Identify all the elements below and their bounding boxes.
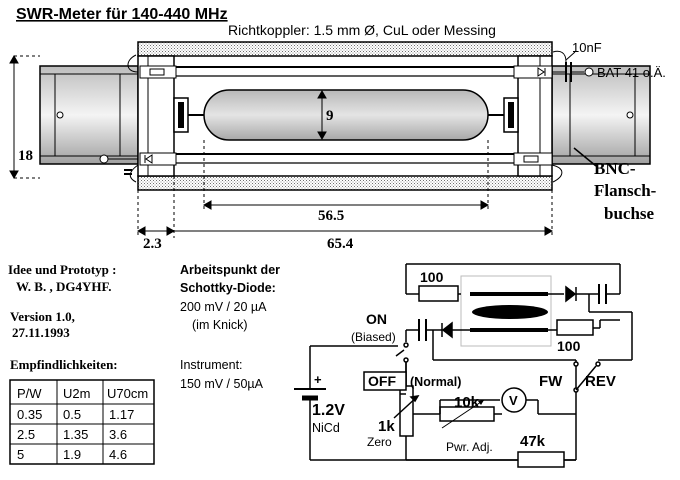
left-bnc-connector	[39, 65, 139, 165]
table-cell: 0.35	[17, 407, 42, 422]
battery-voltage: 1.2V	[312, 402, 345, 419]
switch-biased-label: (Biased)	[351, 330, 396, 344]
instrument-line1: Instrument:	[180, 358, 243, 372]
voltmeter-label: V	[509, 393, 518, 408]
resistor-bottom-right	[513, 152, 553, 166]
table-cell: 2.5	[17, 427, 35, 442]
dim-height: 18	[18, 148, 33, 164]
mechanical-drawing	[39, 41, 651, 191]
resistor-10k-label: 10k	[454, 394, 480, 411]
diode-type-label: BAT 41 o.Ä.	[597, 65, 666, 80]
operating-point-line1: Arbeitspunkt der	[180, 263, 280, 277]
table-cell: 1.17	[109, 407, 134, 422]
table-header-u70cm: U70cm	[107, 386, 148, 401]
right-bnc-connector	[551, 65, 651, 165]
sensitivity-title: Empfindlichkeiten:	[10, 357, 118, 372]
battery-plus: +	[314, 372, 322, 387]
inner-tube	[203, 89, 489, 141]
bnc-label-line1: BNC-	[594, 159, 636, 178]
dim-offset: 2.3	[143, 236, 162, 252]
switch-rev-label: REV	[585, 373, 616, 390]
coupler-note: Richtkoppler: 1.5 mm Ø, CuL oder Messing	[228, 22, 496, 38]
resistor-100-bottom	[556, 319, 594, 336]
coupler-block	[460, 275, 552, 347]
page-title: SWR-Meter für 140-440 MHz	[16, 6, 228, 23]
table-header-u2m: U2m	[63, 386, 90, 401]
switch-on-label: ON	[366, 311, 387, 327]
operating-point-line4: (im Knick)	[192, 318, 248, 332]
resistor-100-top-label: 100	[420, 269, 444, 285]
dimension-lines	[9, 54, 554, 238]
idea-line2: W. B. , DG4YHF.	[16, 279, 111, 294]
power-adjust-label: Pwr. Adj.	[446, 440, 493, 454]
operating-point-line2: Schottky-Diode:	[180, 281, 276, 295]
schematic-circuit	[294, 263, 633, 468]
resistor-47k-label: 47k	[520, 433, 546, 450]
idea-line1: Idee und Prototyp :	[8, 262, 116, 277]
bottom-plate	[137, 175, 553, 191]
bnc-label-line3: buchse	[604, 204, 655, 223]
table-cell: 3.6	[109, 427, 127, 442]
cap-label: 10nF	[572, 40, 602, 55]
resistor-100-bottom-label: 100	[557, 338, 581, 354]
pot-value: 1k	[378, 418, 395, 435]
pot-zero-label: Zero	[367, 435, 392, 449]
resistor-47k	[517, 451, 565, 468]
table-header-power: P/W	[17, 386, 42, 401]
table-cell: 5	[17, 447, 24, 462]
table-cell: 1.9	[63, 447, 81, 462]
table-cell: 4.6	[109, 447, 127, 462]
switch-off-label: OFF	[368, 373, 396, 389]
version-line2: 27.11.1993	[12, 325, 70, 340]
table-cell: 1.35	[63, 427, 88, 442]
switch-off-box	[363, 371, 407, 391]
top-plate	[137, 41, 553, 57]
diode-top-right	[513, 65, 553, 79]
operating-point-line3: 200 mV / 20 µA	[180, 300, 267, 314]
resistor-top-left	[139, 65, 177, 79]
sensitivity-table: P/W U2m U70cm 0.35 0.5 1.17 2.5 1.35 3.6…	[9, 379, 155, 465]
bnc-label-line2: Flansch-	[594, 181, 657, 200]
dim-inner-length: 56.5	[318, 208, 344, 224]
dim-tube-diameter: 9	[326, 108, 334, 124]
resistor-100-top	[418, 285, 459, 302]
dim-total-length: 65.4	[327, 236, 354, 252]
diode-bottom-left	[139, 152, 177, 166]
table-cell: 0.5	[63, 407, 81, 422]
instrument-line2: 150 mV / 50µA	[180, 377, 264, 391]
switch-normal-label: (Normal)	[410, 375, 461, 389]
battery-type: NiCd	[312, 421, 340, 435]
switch-fw-label: FW	[539, 373, 563, 390]
version-line1: Version 1.0,	[10, 309, 75, 324]
